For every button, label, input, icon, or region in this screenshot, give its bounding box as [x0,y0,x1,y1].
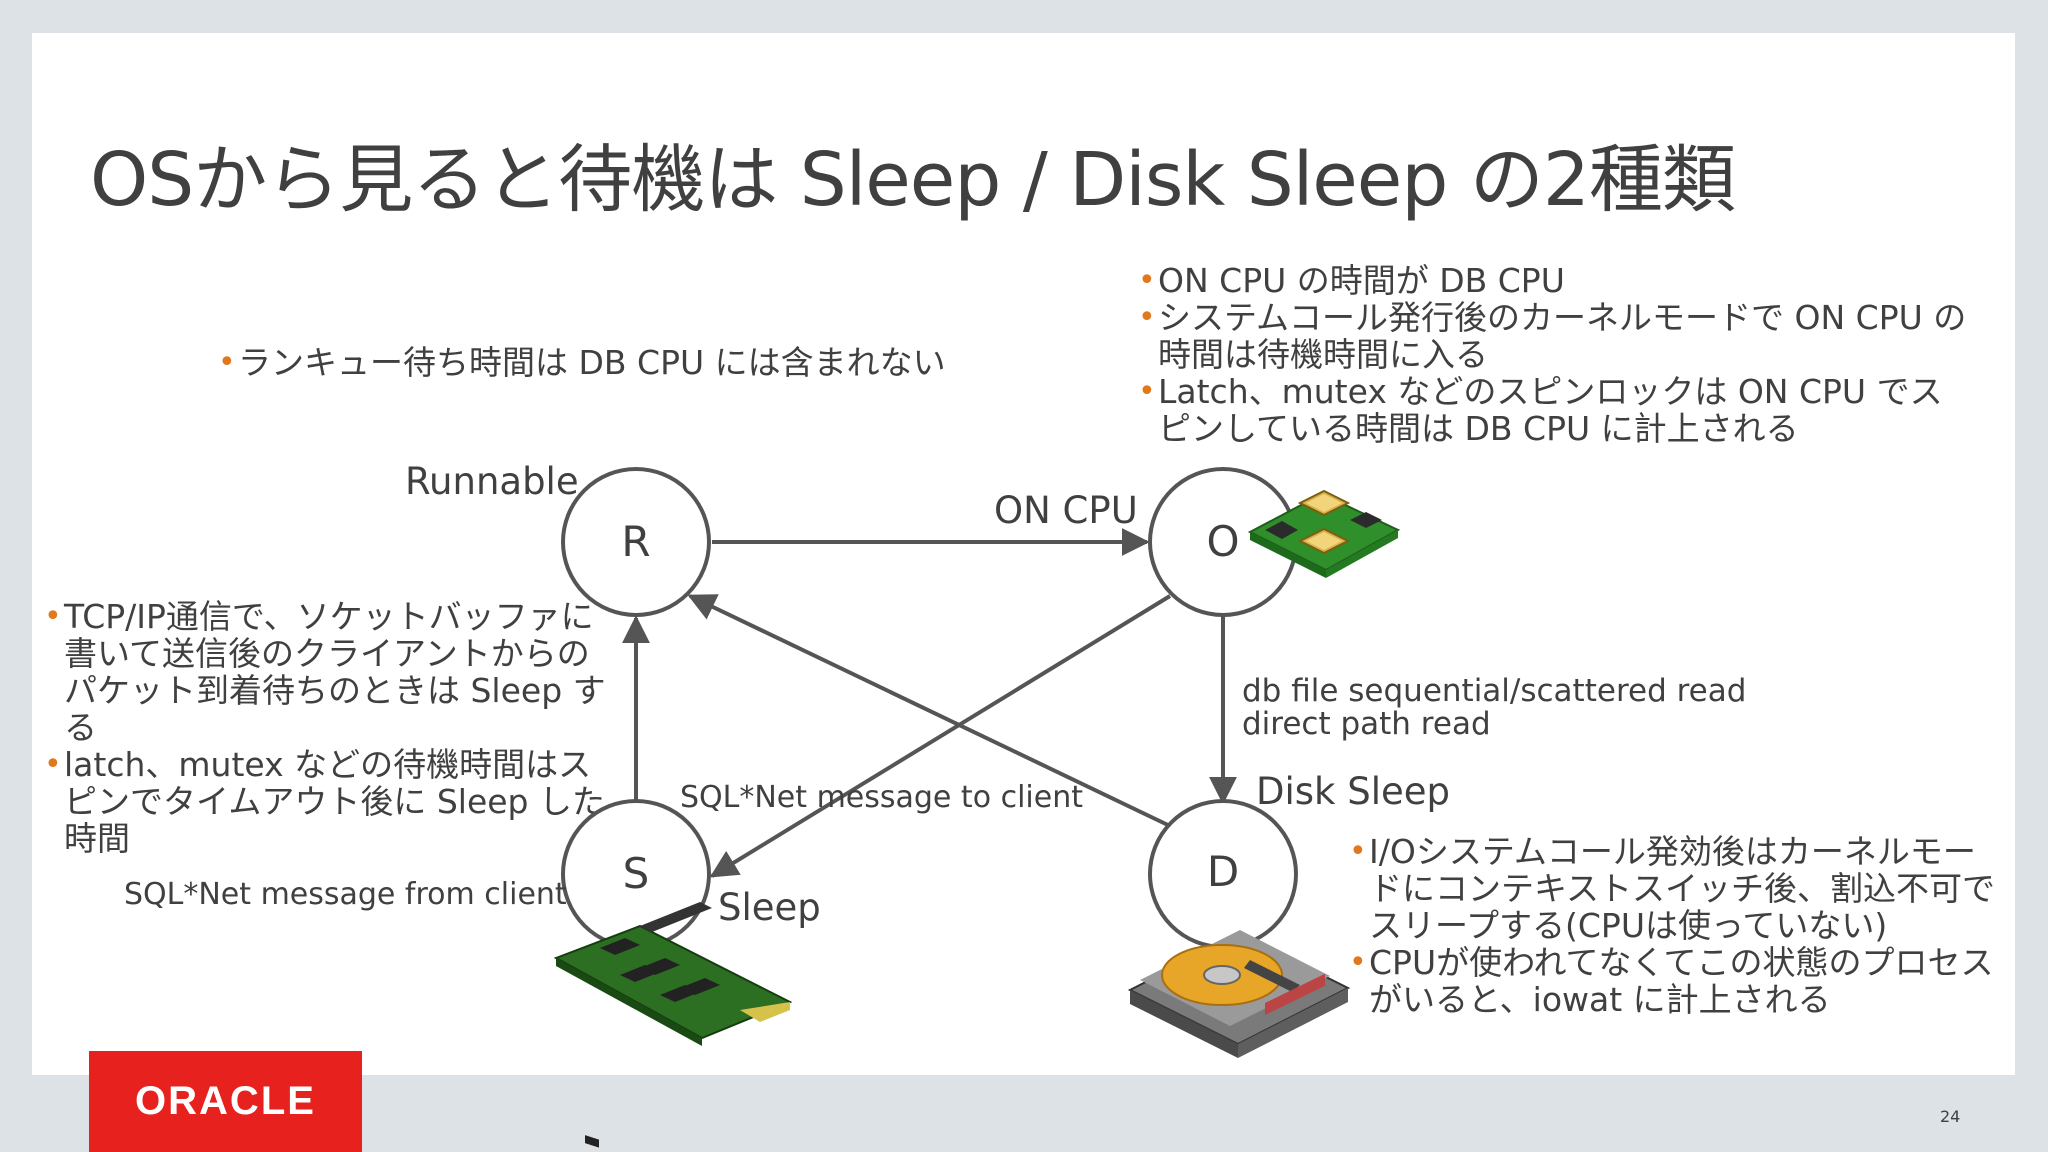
bullet: Latch、mutex などのスピンロックは ON CPU でスピンしている時間… [1138,373,1968,447]
state-s-letter: S [623,849,650,898]
bullet: CPUが使われてなくてこの状態のプロセスがいると、iowat に計上される [1349,944,2004,1018]
page-number: 24 [1940,1107,1961,1126]
label-o-to-d-line1: db file sequential/scattered read [1242,673,1747,709]
cpu-board-icon [1247,489,1401,578]
top-right-bullets: ON CPU の時間が DB CPU システムコール発行後のカーネルモードで O… [1138,262,1968,447]
label-disk-sleep: Disk Sleep [1256,770,1451,813]
memory-module-icon [553,902,793,1148]
oracle-logo: ORACLE [89,1051,362,1152]
state-r-letter: R [621,517,650,566]
label-on-cpu: ON CPU [994,489,1138,532]
hard-disk-icon [1127,930,1351,1058]
edge-o-to-s [709,594,1172,878]
label-runnable: Runnable [405,460,579,503]
slide-title: OSから見ると待機は Sleep / Disk Sleep の2種類 [90,137,1736,223]
label-o-to-d-line2: direct path read [1242,706,1491,742]
label-net-to-client: SQL*Net message to client [680,780,1083,815]
state-o-letter: O [1206,517,1239,566]
bottom-right-bullets: I/Oシステムコール発効後はカーネルモードにコンテキストスイッチ後、割込不可でス… [1349,833,2004,1018]
state-d-letter: D [1207,847,1239,896]
top-center-bullets: ランキュー待ち時間は DB CPU には含まれない [218,344,978,381]
bullet: ランキュー待ち時間は DB CPU には含まれない [218,344,978,381]
bullet: システムコール発行後のカーネルモードで ON CPU の時間は待機時間に入る [1138,299,1968,373]
left-bullets: TCP/IP通信で、ソケットバッファに書いて送信後のクライアントからのパケット到… [44,598,609,857]
bullet: ON CPU の時間が DB CPU [1138,262,1968,299]
bullet: I/Oシステムコール発効後はカーネルモードにコンテキストスイッチ後、割込不可でス… [1349,833,2004,944]
label-sleep: Sleep [718,886,821,929]
label-net-from-client: SQL*Net message from client [124,877,567,912]
edge-d-to-r [687,594,1171,828]
bullet: TCP/IP通信で、ソケットバッファに書いて送信後のクライアントからのパケット到… [44,598,609,746]
state-r [561,467,711,617]
bullet: latch、mutex などの待機時間はスピンでタイムアウト後に Sleep し… [44,746,609,857]
